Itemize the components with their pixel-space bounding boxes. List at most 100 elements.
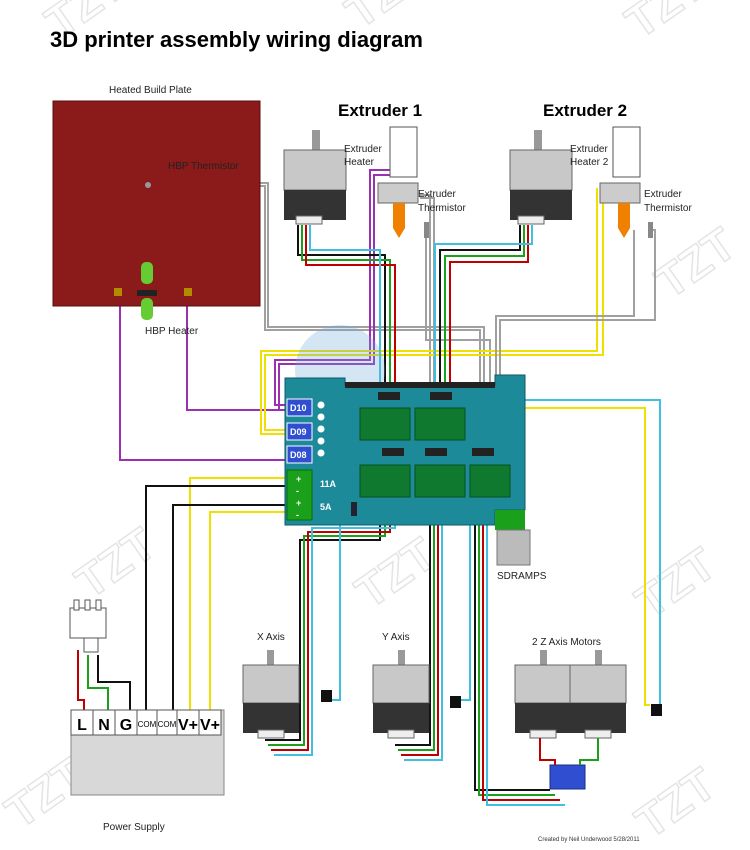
extruder-thermistor-label: Extruder xyxy=(418,189,456,200)
connector-header xyxy=(425,448,447,456)
minus-icon: - xyxy=(296,486,299,496)
watermark: TZT xyxy=(626,757,725,848)
ac-cord-icon xyxy=(83,637,99,653)
thermistor-probe-icon xyxy=(424,222,429,238)
endstop-switch-icon xyxy=(450,696,461,708)
extruder-heater-2-label: Extruder xyxy=(570,144,608,155)
endstop-switch-icon xyxy=(651,704,662,716)
psu-terminal-label: L xyxy=(77,717,87,734)
stepper-driver-icon xyxy=(469,464,511,498)
connector-header xyxy=(382,448,404,456)
z-axis-motors: 2 Z Axis Motors xyxy=(514,637,662,790)
watermark: TZT xyxy=(626,537,725,628)
d10-terminal xyxy=(286,398,313,417)
extruder-2-title: Extruder 2 xyxy=(543,101,627,120)
stepper-motor-icon xyxy=(372,664,430,704)
extruder-1-title: Extruder 1 xyxy=(338,101,422,120)
screw-terminal-icon xyxy=(317,437,325,445)
hbp-heater-pad xyxy=(114,288,122,296)
d08-terminal xyxy=(286,445,313,464)
motor-shaft xyxy=(595,650,602,668)
plug-prong xyxy=(73,599,80,611)
extruder-heater-label: Extruder xyxy=(344,144,382,155)
stepper-motor-icon xyxy=(242,664,300,704)
psu-terminal-label: COM xyxy=(138,720,157,729)
y-axis-label: Y Axis xyxy=(382,632,410,643)
d08-label: D08 xyxy=(290,450,307,460)
hbp-thermistor-icon xyxy=(145,182,151,188)
hbp-heater-pad xyxy=(184,288,192,296)
extruder-2: Extruder 2 Extruder Heater 2 Extruder Th… xyxy=(509,101,692,238)
stepper-motor-icon xyxy=(283,149,347,191)
power-input-terminal xyxy=(286,469,313,521)
motor-connector xyxy=(387,729,415,739)
credit-text: Created by Neil Underwood 5/28/2011 xyxy=(538,837,640,843)
amp-11-label: 11A xyxy=(320,479,337,489)
psu-terminal-label: G xyxy=(120,717,132,734)
x-axis-label: X Axis xyxy=(257,632,285,643)
jumper-icon xyxy=(351,502,357,516)
power-supply-label: Power Supply xyxy=(103,822,165,833)
screw-terminal-icon xyxy=(317,401,325,409)
stepper-motor-body xyxy=(515,703,571,733)
plug-prong xyxy=(84,599,91,611)
thermistor-probe-icon xyxy=(648,222,653,238)
extruder-heater-2-label: Heater 2 xyxy=(570,157,609,168)
x-axis-motor: X Axis xyxy=(242,632,332,739)
extruder-heater-icon xyxy=(612,126,641,178)
sdramps-label: SDRAMPS xyxy=(497,571,547,582)
plus-icon: + xyxy=(296,498,301,508)
y-axis-motor: Y Axis xyxy=(372,632,461,739)
motor-shaft xyxy=(398,650,405,668)
hot-end-block xyxy=(377,182,419,204)
motor-shaft xyxy=(540,650,547,668)
motor-shaft xyxy=(267,650,274,668)
page-title: 3D printer assembly wiring diagram xyxy=(50,27,423,52)
d09-label: D09 xyxy=(290,427,307,437)
motor-connector xyxy=(529,729,557,739)
ac-plug-icon xyxy=(69,607,107,639)
d09-terminal xyxy=(286,422,313,441)
hbp-led-icon xyxy=(141,298,153,320)
extruder-thermistor-label: Thermistor xyxy=(418,203,466,214)
stepper-driver-icon xyxy=(414,464,466,498)
stepper-driver-icon xyxy=(414,407,466,441)
extruder-heater-icon xyxy=(389,126,418,178)
screw-terminal-icon xyxy=(317,425,325,433)
motor-connector xyxy=(584,729,612,739)
nozzle-icon xyxy=(393,203,405,238)
hbp-led-icon xyxy=(141,262,153,284)
watermark: TZT xyxy=(616,0,715,48)
hbp-heater-label: HBP Heater xyxy=(145,326,199,337)
screw-terminal-icon xyxy=(317,449,325,457)
psu-terminal-label: V+ xyxy=(200,717,220,734)
watermark: TZT xyxy=(66,517,165,608)
board-header-pins xyxy=(345,382,495,388)
motor-connector xyxy=(295,215,323,225)
psu-terminal xyxy=(198,709,222,736)
stepper-driver-icon xyxy=(359,464,411,498)
motor-shaft xyxy=(534,130,542,152)
screw-terminal-icon xyxy=(317,413,325,421)
extruder-thermistor-2-label: Thermistor xyxy=(644,203,692,214)
watermark: TZT xyxy=(646,217,745,308)
psu-terminal-label: COM xyxy=(158,720,177,729)
sd-card-icon xyxy=(496,529,531,566)
plus-icon: + xyxy=(296,474,301,484)
stepper-motor-icon xyxy=(514,664,572,704)
stepper-motor-icon xyxy=(509,149,573,191)
hot-end-block xyxy=(599,182,641,204)
endstop-switch-icon xyxy=(321,690,332,702)
ramps-board: D10 D09 D08 + - + - 11A 5A SDRAMPS xyxy=(284,325,547,582)
stepper-motor-body xyxy=(510,190,572,220)
sd-module-board xyxy=(495,510,525,530)
z-motor-splitter-icon xyxy=(549,764,586,790)
hbp-resistor-icon xyxy=(137,290,157,296)
stepper-motor-body xyxy=(373,703,429,733)
stepper-motor-body xyxy=(284,190,346,220)
plug-prong xyxy=(95,599,102,611)
connector-header xyxy=(472,448,494,456)
stepper-motor-icon xyxy=(569,664,627,704)
z-wire xyxy=(579,738,599,765)
